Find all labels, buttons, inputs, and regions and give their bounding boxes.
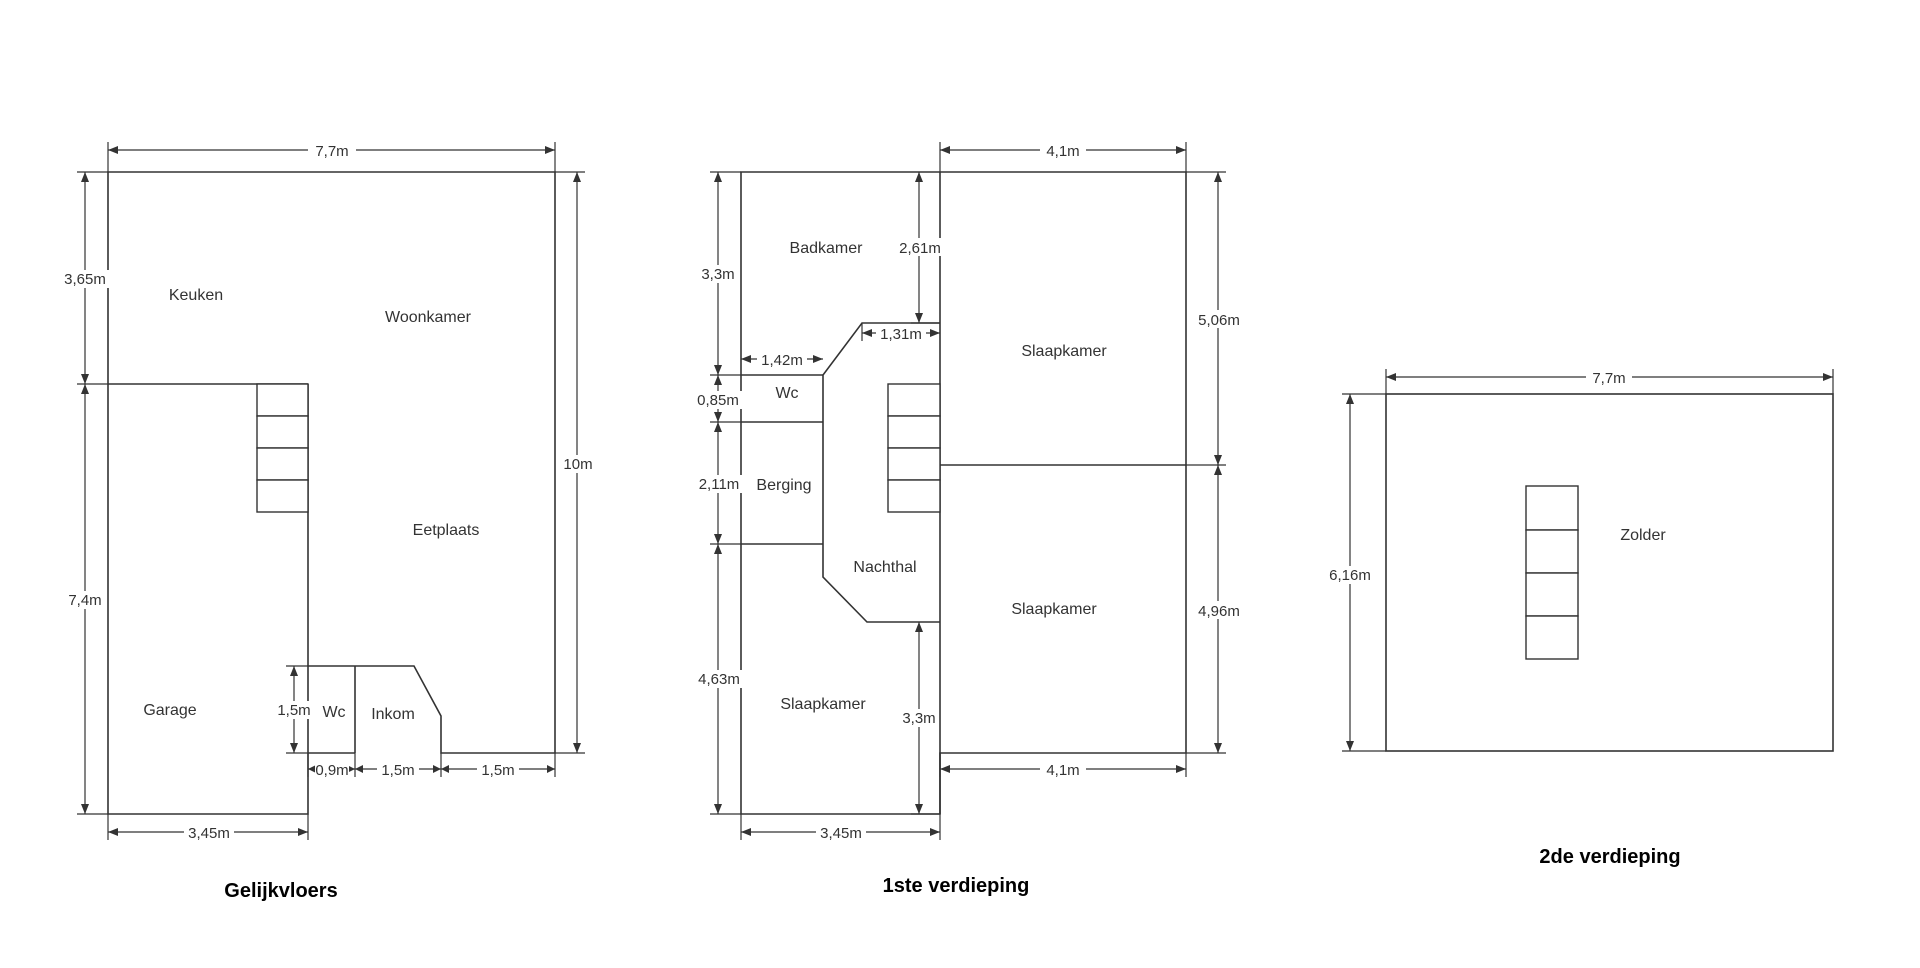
dim-first-width-bottom-left: 3,45m bbox=[740, 814, 941, 842]
dim-label: 3,45m bbox=[188, 825, 230, 842]
room-label-keuken: Keuken bbox=[169, 287, 223, 304]
room-label-nachthal: Nachthal bbox=[853, 559, 916, 576]
dim-label: 4,1m bbox=[1046, 762, 1079, 779]
nachthal-outline bbox=[822, 322, 940, 623]
first-stairs bbox=[887, 383, 941, 513]
room-label-eetplaats: Eetplaats bbox=[413, 522, 480, 539]
ground-stairs bbox=[256, 383, 309, 513]
dim-label: 1,42m bbox=[761, 352, 803, 369]
room-label-slaapkamer-top: Slaapkamer bbox=[1021, 343, 1107, 360]
dim-label: 10m bbox=[563, 456, 592, 473]
dim-ground-width: 7,7m bbox=[107, 141, 556, 172]
dim-second-height: 6,16m bbox=[1324, 393, 1386, 752]
room-label-inkom: Inkom bbox=[371, 706, 415, 723]
dim-first-nachthal-height: 3,3m bbox=[899, 622, 940, 815]
floor-title-first: 1ste verdieping bbox=[883, 875, 1030, 897]
second-stairs bbox=[1525, 485, 1579, 660]
room-label-wc: Wc bbox=[775, 385, 798, 402]
dim-ground-wc-height: 1,5m bbox=[274, 665, 314, 754]
dim-ground-bottom-segments: 0,9m 1,5m 1,5m bbox=[307, 753, 556, 779]
floor-title-ground: Gelijkvloers bbox=[224, 880, 337, 902]
dim-label: 7,4m bbox=[68, 592, 101, 609]
dim-label: 7,7m bbox=[1592, 370, 1625, 387]
dim-label: 3,3m bbox=[701, 266, 734, 283]
dim-label: 1,5m bbox=[277, 702, 310, 719]
dim-first-width-bottom-right: 4,1m bbox=[939, 753, 1187, 779]
room-label-slaapkamer-mid: Slaapkamer bbox=[1011, 601, 1097, 618]
room-label-garage: Garage bbox=[143, 702, 196, 719]
room-label-woonkamer: Woonkamer bbox=[385, 309, 472, 326]
first-floor-plan: Badkamer Wc Berging Nachthal Slaapkamer … bbox=[694, 141, 1244, 897]
second-floor-plan: Zolder 7,7m 6,16m 2de verdieping bbox=[1324, 368, 1834, 868]
dim-label: 4,96m bbox=[1198, 603, 1240, 620]
floor-title-second: 2de verdieping bbox=[1539, 846, 1680, 868]
dim-label: 3,45m bbox=[820, 825, 862, 842]
dim-label: 0,9m bbox=[315, 762, 348, 779]
room-label-badkamer: Badkamer bbox=[790, 240, 864, 257]
room-label-wc: Wc bbox=[322, 704, 345, 721]
dim-label: 5,06m bbox=[1198, 312, 1240, 329]
dim-first-wc-width: 1,42m bbox=[741, 350, 823, 369]
dim-label: 7,7m bbox=[315, 143, 348, 160]
dim-first-right-heights: 5,06m 4,96m bbox=[1186, 171, 1244, 754]
dim-label: 2,61m bbox=[899, 240, 941, 257]
dim-label: 2,11m bbox=[699, 476, 740, 493]
dim-label: 1,31m bbox=[880, 326, 922, 343]
ground-floor-plan: Keuken Woonkamer Eetplaats Garage Wc Ink… bbox=[61, 141, 596, 902]
dim-label: 3,3m bbox=[902, 710, 935, 727]
dim-ground-garage-height: 7,4m bbox=[63, 384, 108, 815]
room-label-slaapkamer-bottom: Slaapkamer bbox=[780, 696, 866, 713]
dim-label: 0,85m bbox=[697, 392, 739, 409]
dim-ground-height: 10m bbox=[555, 171, 596, 754]
ground-outer-walls bbox=[107, 171, 556, 815]
dim-first-badkamer-inner: 2,61m bbox=[895, 172, 945, 324]
dim-ground-garage-width: 3,45m bbox=[107, 814, 309, 842]
dim-label: 4,1m bbox=[1046, 143, 1079, 160]
dim-label: 1,5m bbox=[381, 762, 414, 779]
second-outer-walls bbox=[1385, 393, 1834, 752]
dim-first-left-heights: 3,3m 0,85m 2,11m 4,63m bbox=[694, 171, 744, 815]
dim-first-width-top: 4,1m bbox=[939, 141, 1187, 172]
dim-label: 1,5m bbox=[481, 762, 514, 779]
dim-first-hall-width: 1,31m bbox=[861, 323, 940, 343]
dim-label: 3,65m bbox=[64, 271, 106, 288]
dim-ground-keuken-height: 3,65m bbox=[61, 171, 109, 385]
room-label-berging: Berging bbox=[756, 477, 811, 494]
dim-label: 6,16m bbox=[1329, 567, 1371, 584]
dim-label: 4,63m bbox=[698, 671, 740, 688]
dim-second-width: 7,7m bbox=[1385, 368, 1834, 394]
room-label-zolder: Zolder bbox=[1620, 527, 1666, 544]
